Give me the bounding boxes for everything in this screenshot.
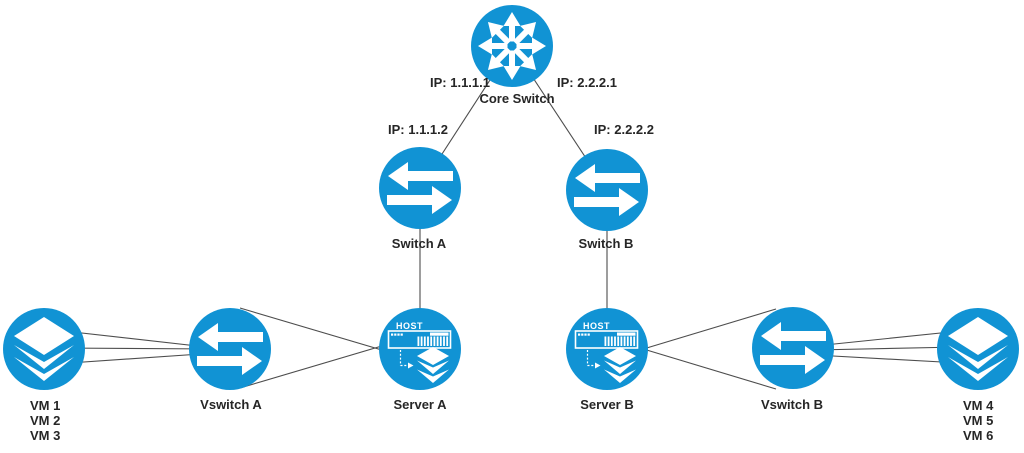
switch-a-label: Switch A: [391, 236, 447, 251]
vm-label: VM 1: [30, 398, 61, 413]
vswitch-a-label: Vswitch A: [200, 397, 262, 412]
switch-a-ip-label: IP: 1.1.1.2: [388, 122, 448, 137]
vm-label: VM 5: [963, 413, 994, 428]
server-host-icon: HOST: [379, 308, 461, 390]
edge-server-b-to-vswitch-b-upper: [639, 308, 777, 351]
vm-group-right-labels: VM 4 VM 5 VM 6: [963, 398, 993, 443]
node-vm-group-right[interactable]: [937, 308, 1019, 390]
switch-b-ip-label: IP: 2.2.2.2: [594, 122, 654, 137]
node-switch-b[interactable]: [566, 149, 648, 231]
edge-vswitch-b-to-vm4: [814, 330, 961, 347]
vm-layers-icon: [3, 308, 85, 390]
node-vm-group-left[interactable]: [3, 308, 85, 390]
server-b-label: Server B: [580, 397, 634, 412]
host-tag-label: HOST: [396, 321, 423, 331]
edge-vswitch-a-to-server-a-lower: [239, 344, 386, 389]
node-server-a[interactable]: HOST: [379, 308, 461, 390]
server-a-label: Server A: [393, 397, 447, 412]
vswitch-b-label: Vswitch B: [760, 397, 824, 412]
vm-label: VM 4: [963, 398, 994, 413]
core-left-ip-label: IP: 1.1.1.1: [430, 75, 490, 90]
switch-arrows-icon: [379, 147, 461, 229]
node-core-switch[interactable]: [471, 5, 553, 87]
edge-vswitch-b-to-vm5: [814, 346, 961, 351]
vm-label: VM 6: [963, 428, 994, 443]
server-host-icon: HOST: [566, 308, 648, 390]
vm-label: VM 3: [30, 428, 61, 443]
core-switch-label: Core Switch: [479, 91, 555, 106]
edge-vswitch-a-to-server-a-upper: [239, 307, 386, 352]
node-vswitch-a[interactable]: [189, 308, 271, 390]
node-vswitch-b[interactable]: [752, 307, 834, 389]
host-tag-label: HOST: [583, 321, 610, 331]
multilayer-switch-icon: [471, 5, 553, 87]
vm-group-left-labels: VM 1 VM 2 VM 3: [30, 398, 60, 443]
node-server-b[interactable]: HOST: [566, 308, 648, 390]
vm-label: VM 2: [30, 413, 61, 428]
switch-b-label: Switch B: [578, 236, 634, 251]
vm-layers-icon: [937, 308, 1019, 390]
switch-arrows-icon: [566, 149, 648, 231]
edge-server-b-to-vswitch-b-lower: [639, 347, 777, 390]
switch-arrows-icon: [752, 307, 834, 389]
edge-vswitch-b-to-vm6: [814, 354, 961, 364]
node-switch-a[interactable]: [379, 147, 461, 229]
switch-arrows-icon: [189, 308, 271, 390]
core-right-ip-label: IP: 2.2.2.1: [557, 75, 617, 90]
